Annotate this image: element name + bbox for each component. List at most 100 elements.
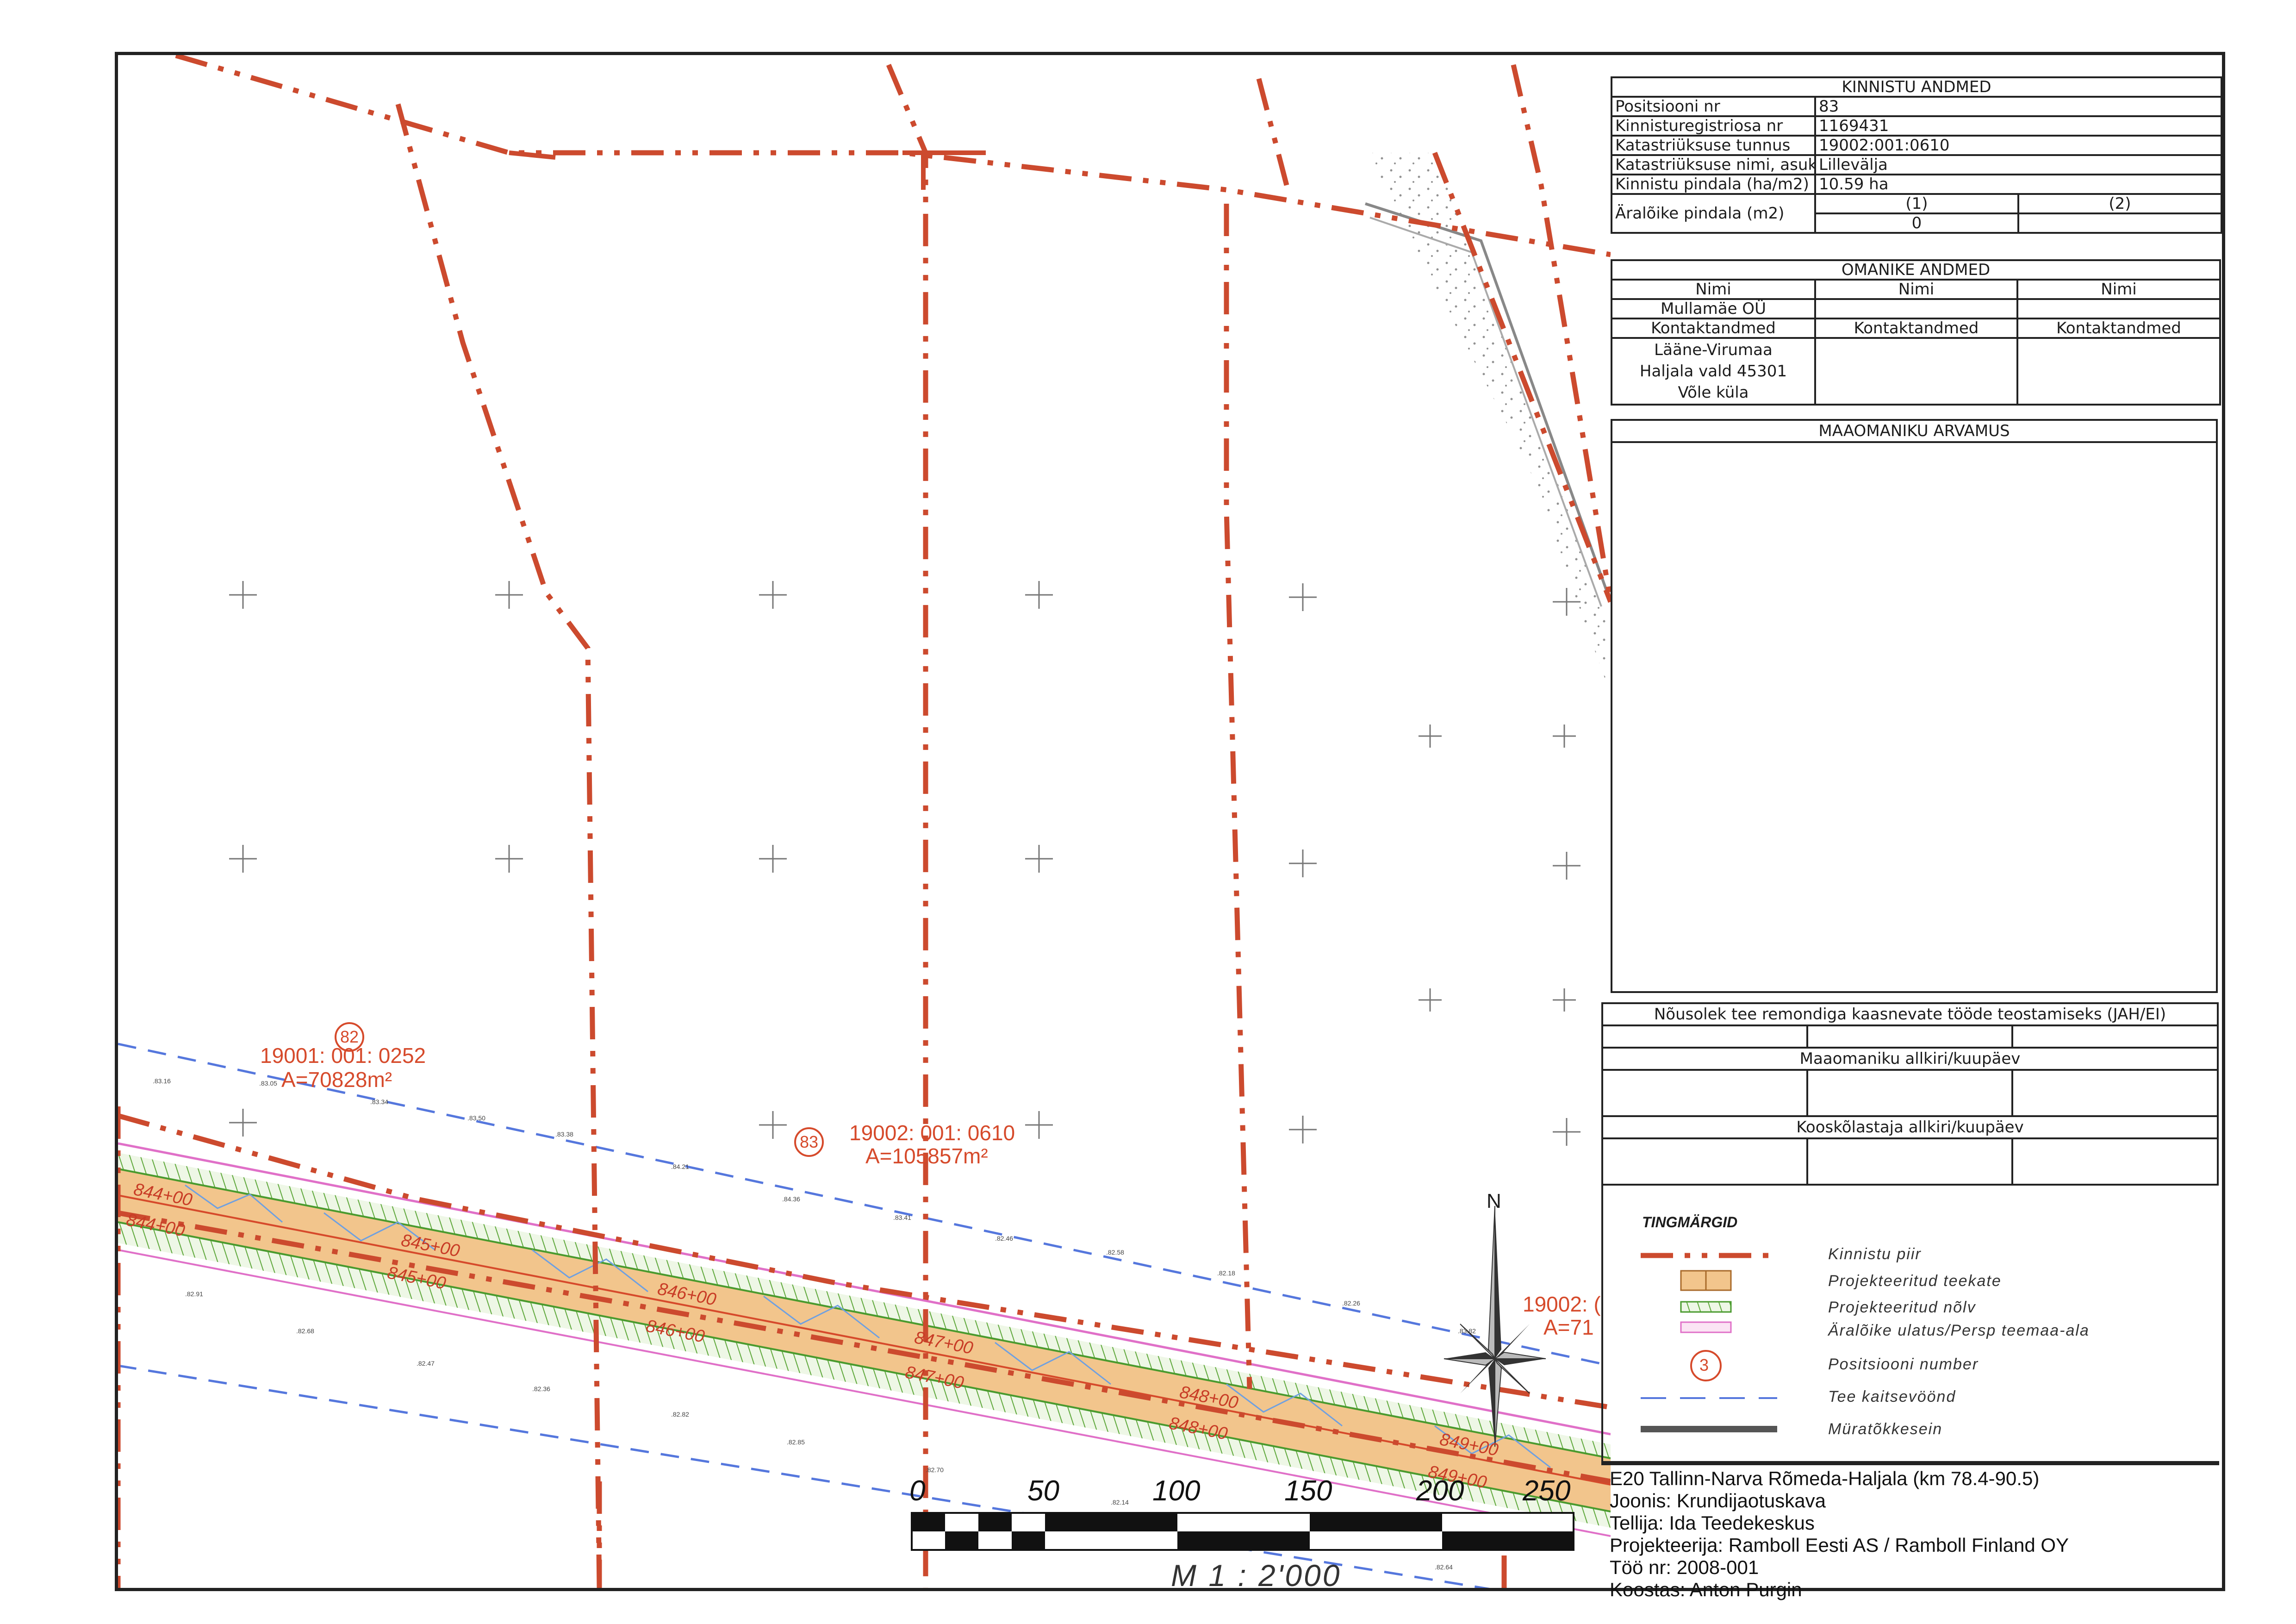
scale-tick-250: 250 [1523, 1475, 1571, 1507]
north-label: N [1487, 1190, 1501, 1212]
author: Koostas: Anton Purgin [1610, 1579, 1802, 1600]
minor-road [1365, 202, 1611, 603]
scale-tick-150: 150 [1284, 1475, 1332, 1507]
legend-buffer-label: Tee kaitsevöönd [1828, 1388, 1956, 1405]
address-line: Haljala vald 45301 [1639, 362, 1787, 381]
address-line: Lääne-Virumaa [1654, 341, 1773, 359]
client: Tellija: Ida Teedekeskus [1610, 1512, 1815, 1534]
buffer-line-north [118, 1043, 1611, 1367]
owner-opinion-box[interactable]: MAAOMANIKU ARVAMUS [1611, 419, 2218, 993]
owner-address: Lääne-Virumaa Haljala vald 45301 Võle kü… [1611, 337, 1816, 406]
svg-text:.82.26: .82.26 [1342, 1299, 1360, 1307]
expropriation-value1: 0 [1814, 212, 2019, 234]
parcel-boundaries [118, 55, 1611, 1588]
expropriation-col2: (2) [2017, 193, 2222, 214]
survey-points: .83.16.83.05.83.34 .83.50.83.38.84.21 .8… [153, 1077, 1476, 1571]
svg-text:.83.50: .83.50 [467, 1114, 485, 1122]
legend-title: TINGMÄRGID [1642, 1214, 1738, 1230]
slope-south [118, 1222, 1611, 1528]
svg-text:.84.21: .84.21 [671, 1163, 689, 1170]
scale-tick-200: 200 [1416, 1475, 1464, 1507]
scale-tick-100: 100 [1152, 1475, 1201, 1507]
approver-signature-cell[interactable] [2011, 1137, 2219, 1186]
owner-signature-cell[interactable] [2011, 1069, 2219, 1117]
legend-position-label: Positsiooni number [1828, 1355, 1979, 1373]
boundary-solid-segments [509, 150, 986, 190]
owner-name: Mullamäe OÜ [1611, 298, 1816, 319]
project-title: E20 Tallinn-Narva Rõmeda-Haljala (km 78.… [1610, 1468, 2040, 1489]
row-label: Kinnistu pindala (ha/m2) [1611, 174, 1816, 195]
parcel-83-number: 83 [794, 1127, 824, 1157]
scale-bar [911, 1512, 1574, 1551]
empty-cell [2016, 337, 2221, 406]
legend-slope-label: Projekteeritud nõlv [1828, 1299, 1976, 1316]
name-header: Nimi [2016, 279, 2221, 300]
parcel-82-id: 19001: 001: 0252 [260, 1043, 426, 1068]
svg-text:.82.47: .82.47 [417, 1360, 435, 1367]
svg-text:.82.14: .82.14 [1111, 1499, 1129, 1506]
row-label: Katastriüksuse tunnus [1611, 135, 1816, 156]
owner-opinion-title: MAAOMANIKU ARVAMUS [1612, 421, 2216, 443]
empty-cell [1814, 298, 2018, 319]
parcel-82-number: 82 [335, 1022, 364, 1052]
row-value: 83 [1814, 96, 2222, 117]
owner-signature-cell[interactable] [1806, 1069, 2013, 1117]
designer: Projekteerija: Ramboll Eesti AS / Rambol… [1610, 1534, 2069, 1556]
legend-box [1601, 1178, 2219, 1463]
svg-text:.82.46: .82.46 [995, 1235, 1013, 1242]
owner-signature-label: Maaomaniku allkiri/kuupäev [1601, 1047, 2219, 1071]
consent-answer-cell[interactable] [1601, 1024, 1808, 1049]
svg-text:.82.58: .82.58 [1106, 1249, 1124, 1256]
svg-text:.82.91: .82.91 [185, 1290, 203, 1298]
scale-tick-50: 50 [1027, 1475, 1059, 1507]
consent-table: Nõusolek tee remondiga kaasnevate tööde … [1601, 1002, 2219, 1186]
slope-north [118, 1153, 1611, 1458]
contact-header: Kontaktandmed [2016, 318, 2221, 339]
expropriation-label: Äralõike pindala (m2) [1611, 193, 1816, 234]
svg-text:.82.64: .82.64 [1435, 1563, 1453, 1571]
name-header: Nimi [1814, 279, 2018, 300]
svg-text:.82.18: .82.18 [1217, 1269, 1235, 1277]
legend-expropriation-label: Äralõike ulatus/Persp teemaa-ala [1828, 1322, 2090, 1339]
empty-cell [1814, 337, 2018, 406]
row-value: 19002:001:0610 [1814, 135, 2222, 156]
parcel-next-id: 19002: ( [1523, 1292, 1601, 1316]
scale-tick-0: 0 [909, 1475, 926, 1507]
approver-signature-cell[interactable] [1806, 1137, 2013, 1186]
svg-text:.83.38: .83.38 [555, 1131, 573, 1138]
survey-lines [185, 1184, 1551, 1468]
expropriation-value2 [2017, 212, 2222, 234]
row-value: 10.59 ha [1814, 174, 2222, 195]
name-header: Nimi [1611, 279, 1816, 300]
row-label: Katastriüksuse nimi, asuk [1611, 154, 1816, 175]
consent-answer-cell[interactable] [1806, 1024, 2013, 1049]
scale-ratio: M 1 : 2'000 [1171, 1558, 1342, 1593]
svg-text:.83.41: .83.41 [893, 1214, 911, 1221]
grid-crosses [229, 581, 1580, 1146]
row-label: Kinnisturegistriosa nr [1611, 115, 1816, 137]
consent-answer-cell[interactable] [2011, 1024, 2219, 1049]
approver-signature-cell[interactable] [1601, 1137, 1808, 1186]
contact-header: Kontaktandmed [1814, 318, 2018, 339]
owners-title: OMANIKE ANDMED [1610, 259, 2221, 281]
consent-question: Nõusolek tee remondiga kaasnevate tööde … [1601, 1002, 2219, 1026]
svg-text:.83.16: .83.16 [153, 1077, 171, 1085]
empty-cell [2016, 298, 2221, 319]
address-line: Võle küla [1678, 383, 1749, 402]
parcel-83-area: A=105857m² [865, 1144, 988, 1168]
svg-text:.82.68: .82.68 [296, 1327, 314, 1335]
buffer-line-south [118, 1364, 1490, 1588]
expropriation-line-south [118, 1249, 1611, 1537]
road-edge-south [118, 1221, 1611, 1512]
parcel-next-area: A=71 [1543, 1315, 1594, 1339]
legend-boundary-label: Kinnistu piir [1828, 1245, 1922, 1263]
legend-symbols [1641, 1253, 1777, 1432]
owner-signature-cell[interactable] [1601, 1069, 1808, 1117]
row-value: Lillevälja [1814, 154, 2222, 175]
svg-text:.82.36: .82.36 [532, 1385, 550, 1393]
svg-text:.82.85: .82.85 [787, 1438, 805, 1446]
legend-circle-number: 3 [1699, 1355, 1709, 1374]
